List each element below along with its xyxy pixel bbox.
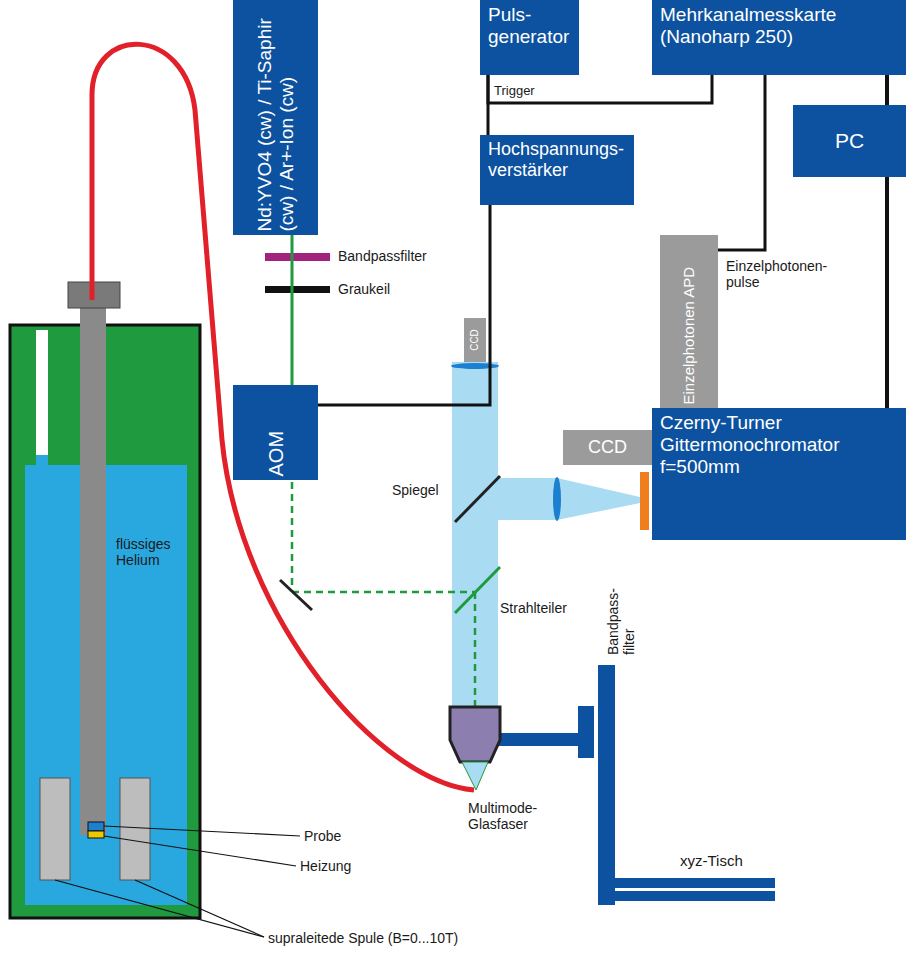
part-label: supraleitede Spule (B=0...10T) xyxy=(268,930,458,946)
part-label: Multimode- Glasfaser xyxy=(468,800,558,832)
connector xyxy=(885,177,889,408)
box-label: PC xyxy=(835,129,864,153)
sample xyxy=(88,822,104,831)
laser-box: Nd:YVO4 (cw) / Ti-Saphir (cw) / Ar+-Ion … xyxy=(233,0,318,235)
part-label: Spiegel xyxy=(392,482,439,498)
box-label: Hochspannungs- verstärker xyxy=(488,139,626,180)
box-label: Mehrkanalmesskarte (Nanoharp 250) xyxy=(660,4,898,48)
part-label: Bandpassfilter xyxy=(338,248,427,264)
part-label: Bandpass- filter xyxy=(605,585,637,655)
stage-plate xyxy=(598,665,615,905)
stage-base xyxy=(600,878,775,888)
box-label: CCD xyxy=(588,437,627,458)
connector xyxy=(718,75,765,250)
beam-splitter xyxy=(455,567,500,613)
part-label: Strahlteiler xyxy=(500,600,567,616)
leader-lines xyxy=(55,826,300,937)
sample-rod xyxy=(80,305,106,835)
focus-cone xyxy=(557,478,640,520)
fill-port xyxy=(36,330,48,460)
counter-card-box: Mehrkanalmesskarte (Nanoharp 250) xyxy=(652,0,906,75)
objective xyxy=(450,707,500,762)
detection-beam-horizontal xyxy=(475,478,557,520)
part-label: Probe xyxy=(304,828,341,844)
box-label: Nd:YVO4 (cw) / Ti-Saphir (cw) / Ar+-Ion … xyxy=(254,4,298,231)
lens xyxy=(553,477,561,521)
part-label: Graukeil xyxy=(338,281,390,297)
stage-arm xyxy=(498,733,584,746)
part-label: Heizung xyxy=(300,858,351,874)
connector xyxy=(318,205,490,405)
part-label: flüssiges Helium xyxy=(116,536,182,568)
stage-clamp xyxy=(578,706,594,758)
signal-label: Trigger xyxy=(494,84,535,99)
stage-base xyxy=(600,891,775,901)
bandpass-filter xyxy=(640,472,649,530)
box-label: Puls- generator xyxy=(488,4,571,48)
coil-right xyxy=(120,778,150,880)
grey-wedge xyxy=(265,286,330,293)
connector xyxy=(885,75,889,105)
pulse-generator-box: Puls- generator xyxy=(480,0,579,75)
ccd-box: CCD xyxy=(563,430,652,465)
mirror xyxy=(280,580,312,610)
ccd-box: CCD xyxy=(464,318,486,362)
box-label: Einzelphotonen APD xyxy=(680,239,697,404)
apd-box: Einzelphotonen APD xyxy=(660,235,718,408)
heater xyxy=(88,831,104,838)
lens xyxy=(451,363,499,369)
aom-box: AOM xyxy=(233,385,318,480)
connector xyxy=(488,75,712,103)
part-label: xyz-Tisch xyxy=(680,852,743,869)
coil-left xyxy=(40,778,70,880)
bandpass-filter xyxy=(265,253,330,261)
objective-focus xyxy=(462,762,488,790)
signal-label: Einzelphotonen- pulse xyxy=(726,258,836,290)
connector xyxy=(487,75,490,135)
box-label: CCD xyxy=(469,329,481,351)
pc-box: PC xyxy=(793,105,906,177)
excitation-beam xyxy=(292,482,475,760)
mirror xyxy=(455,476,500,522)
amplifier-box: Hochspannungs- verstärker xyxy=(480,135,634,205)
box-label: Czerny-Turner Gittermonochromator f=500m… xyxy=(660,412,898,478)
connector xyxy=(291,235,294,385)
monochromator-box: Czerny-Turner Gittermonochromator f=500m… xyxy=(652,408,906,540)
box-label: AOM xyxy=(264,389,287,476)
